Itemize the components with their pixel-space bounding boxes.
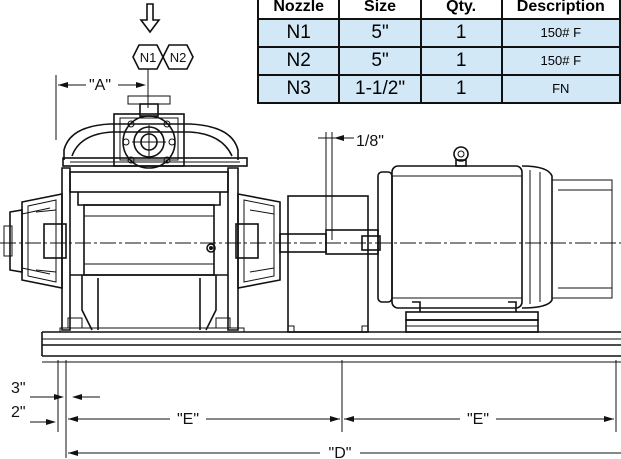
nozzle-tag-n2-label: N2 [170, 50, 187, 65]
left-bearing-housing [3, 193, 67, 289]
dimension-2in: 2" [11, 404, 56, 425]
dimension-e-right-label: "E" [467, 411, 489, 428]
motor [377, 146, 613, 333]
header-qty: Qty. [419, 0, 503, 20]
nozzle-table-header: Nozzle Size Qty. Description [256, 0, 621, 20]
nozzle-tag-n1-label: N1 [140, 50, 157, 65]
dimension-e-right: "E" [344, 411, 614, 428]
baseplate [41, 331, 621, 363]
header-size: Size [338, 0, 422, 20]
cell-nozzle: N1 [256, 18, 341, 48]
dimension-d: "D" [68, 445, 621, 459]
nozzle-table: Nozzle Size Qty. Description N1 5" 1 150… [256, 0, 621, 104]
cell-nozzle: N2 [256, 46, 341, 76]
dimension-e-left: "E" [68, 411, 340, 428]
cell-description: 150# F [500, 18, 621, 48]
dimension-e-left-label: "E" [177, 411, 199, 428]
table-row: N2 5" 1 150# F [256, 46, 621, 76]
cell-qty: 1 [419, 46, 503, 76]
coupling-guard [287, 195, 369, 333]
flange-face [122, 115, 176, 169]
casing-flange-band [62, 157, 248, 167]
header-description: Description [500, 0, 621, 20]
cell-description: FN [500, 74, 621, 104]
dimension-gap-label: 1/8" [356, 133, 384, 150]
cell-size: 1-1/2" [338, 74, 422, 104]
table-row: N1 5" 1 150# F [256, 18, 621, 48]
dimension-d-label: "D" [329, 445, 352, 459]
dimension-gap: 1/8" [318, 132, 384, 240]
dimension-3in: 3" [11, 380, 100, 400]
cell-qty: 1 [419, 74, 503, 104]
dimension-2in-label: 2" [11, 404, 26, 421]
header-nozzle: Nozzle [256, 0, 341, 20]
lifting-eye-icon [453, 146, 469, 162]
cell-size: 5" [338, 46, 422, 76]
cell-qty: 1 [419, 18, 503, 48]
cell-description: 150# F [500, 46, 621, 76]
pump-top-casing [63, 95, 239, 167]
dimension-a-label: "A" [89, 77, 111, 94]
shaft-coupling [279, 195, 381, 333]
cell-nozzle: N3 [256, 74, 341, 104]
dimension-a: "A" [55, 75, 146, 140]
table-row: N3 1-1/2" 1 FN [256, 74, 621, 104]
dimension-3in-label: 3" [11, 380, 26, 397]
pump-body [59, 167, 245, 333]
cell-size: 5" [338, 18, 422, 48]
inlet-arrow-icon [139, 3, 161, 34]
right-bearing-housing [235, 193, 281, 289]
nozzle-tag-n1: N1 [132, 44, 164, 70]
nozzle-tag-n2: N2 [162, 44, 194, 70]
